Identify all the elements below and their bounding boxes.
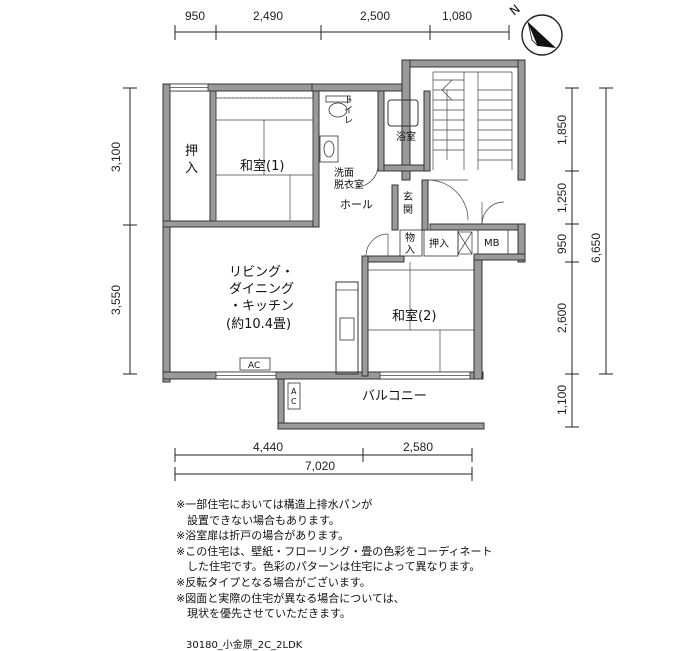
stairs [432, 71, 513, 170]
room-bath-label: 浴室 [396, 130, 416, 143]
walls [162, 59, 526, 430]
note-line-5: した住宅です。色彩のパターンは住宅によって異なります。 [187, 560, 481, 574]
note-line-8: 現状を優先させていただきます。 [187, 607, 351, 621]
note-line-2: 設置できない場合もあります。 [187, 513, 340, 527]
room-oshiire-1-label: 押 入 [185, 144, 202, 176]
compass-label: N [507, 2, 523, 18]
toilet-char-3: レ [344, 116, 353, 126]
note-line-7: ※図面と実際の住宅が異なる場合については、 [176, 591, 405, 605]
kitchen-counter [335, 281, 359, 375]
room-hall-label: ホール [340, 198, 373, 211]
dim-right-1: 1,850 [555, 115, 569, 145]
oshiire-1-char-1: 押 [185, 144, 198, 159]
ac-2-char-2: C [291, 397, 297, 406]
dim-right-total: 6,650 [589, 233, 603, 263]
note-line-4: ※この住宅は、壁紙・フローリング・畳の色彩をコーディネート [176, 544, 493, 558]
dim-bottom-2: 2,580 [403, 440, 433, 454]
top-dimension-line: 950 2,490 2,500 1,080 [174, 9, 510, 40]
note-line-6: ※反転タイプとなる場合がございます。 [176, 575, 371, 589]
ac-units [239, 357, 301, 410]
dim-bottom-1: 4,440 [253, 440, 283, 454]
left-dimension-line: 3,100 3,550 [109, 87, 137, 375]
north-compass-icon: N [507, 2, 563, 56]
toilet-char-1: ト [344, 96, 353, 106]
dim-top-2: 2,490 [253, 9, 283, 23]
dim-right-2: 1,250 [555, 183, 569, 213]
storage-boxes [399, 229, 509, 257]
notes: ※一部住宅においては構造上排水パンが 設置できない場合もあります。 ※浴室扉は折… [176, 497, 696, 622]
room-ldk-label-3: ・キッチン [229, 299, 294, 314]
balcony-label: バルコニー [362, 389, 427, 404]
genkan-char-2: 関 [403, 204, 413, 216]
toilet-char-2: イ [344, 106, 353, 116]
plan-code: 30180_小金原_2C_2LDK [186, 640, 303, 651]
note-line-1: ※一部住宅においては構造上排水パンが [176, 498, 373, 511]
toilet-icon [325, 95, 351, 118]
windows [169, 83, 471, 380]
room-washitsu-1-label: 和室(1) [240, 158, 284, 174]
ac-label-1: AC [248, 361, 260, 371]
room-toilet-label: ト イ レ [344, 96, 356, 126]
bottom-dimension-line: 4,440 2,580 7,020 [174, 440, 473, 481]
room-ldk-label-2: ダイニング [229, 282, 294, 297]
dim-left-2: 3,550 [109, 285, 123, 315]
tatami-washitsu1 [215, 97, 314, 222]
dim-left-1: 3,100 [109, 142, 123, 172]
room-storage-label: 物 入 [405, 231, 418, 256]
room-washroom-label-1: 洗面 [334, 167, 354, 179]
tatami-washitsu2 [368, 262, 474, 372]
storage-char-1: 物 [405, 231, 415, 244]
bathtub-icon [387, 99, 419, 127]
door-swings [355, 164, 505, 257]
room-ldk-label-4: (約10.4畳) [226, 317, 291, 332]
dim-right-3: 950 [555, 234, 569, 254]
note-line-3: ※浴室扉は折戸の場合があります。 [176, 529, 350, 543]
dim-bottom-total: 7,020 [305, 459, 335, 473]
ac-2-char-1: A [291, 387, 297, 396]
oshiire-1-char-2: 入 [185, 161, 198, 176]
storage-char-2: 入 [405, 245, 415, 256]
dim-top-3: 2,500 [360, 9, 390, 23]
dim-top-4: 1,080 [442, 9, 472, 23]
ac-label-2: A C [291, 387, 299, 406]
room-washroom-label-2: 脱衣室 [334, 178, 364, 191]
dim-right-5: 1,100 [555, 385, 569, 415]
right-dimension-line: 1,850 1,250 950 2,600 1,100 6,650 [555, 87, 613, 428]
room-genkan-label: 玄 関 [403, 190, 416, 216]
dim-right-4: 2,600 [555, 303, 569, 333]
room-mb-label: MB [484, 238, 500, 249]
washbasin-icon [319, 135, 339, 163]
room-ldk-label-1: リビング・ [229, 265, 294, 280]
room-washitsu-2-label: 和室(2) [392, 308, 436, 324]
room-labels: 押 入 和室(1) ト イ レ 浴室 洗面 脱衣室 ホール 玄 関 物 入 押入… [185, 96, 500, 406]
genkan-char-1: 玄 [403, 190, 413, 203]
room-oshiire-2-label: 押入 [429, 237, 449, 250]
dim-top-1: 950 [185, 9, 205, 23]
